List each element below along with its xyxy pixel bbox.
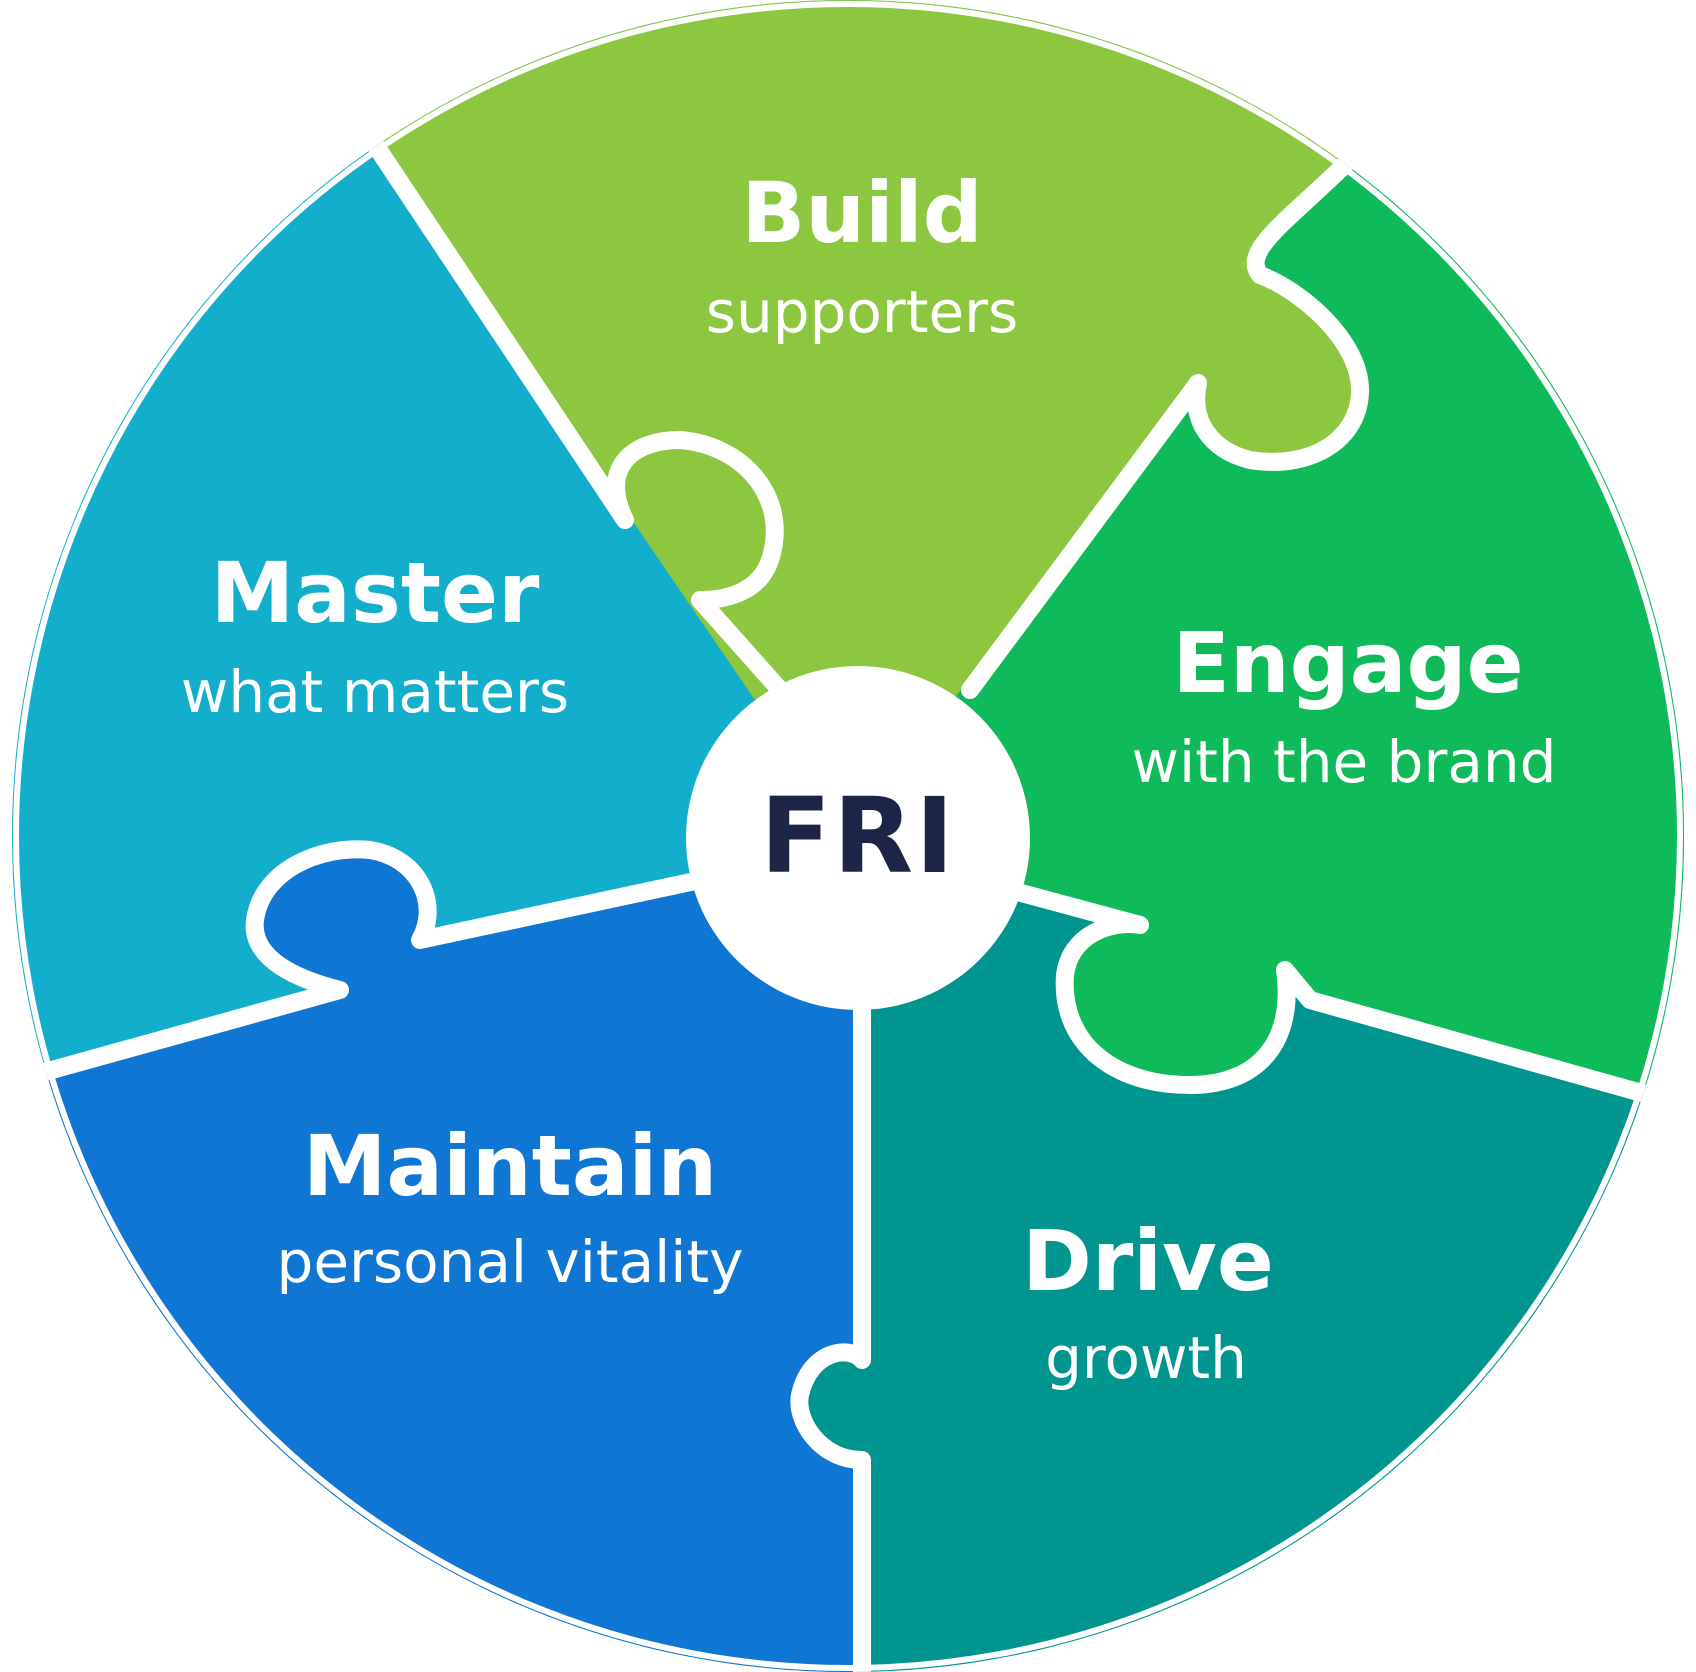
puzzle-seams [12, 131, 1684, 1672]
segment-engage-title: Engage [1172, 614, 1523, 712]
segment-maintain-subtitle: personal vitality [277, 1228, 744, 1296]
wheel-outline [13, 1, 1683, 1671]
segment-maintain-title: Maintain [303, 1117, 717, 1215]
segment-master-subtitle: what matters [181, 658, 569, 726]
segment-master-title: Master [211, 544, 540, 642]
segment-build-subtitle: supporters [706, 278, 1018, 346]
segment-build-shape [372, 0, 1360, 836]
segment-build-title: Build [741, 164, 983, 262]
center-hub [686, 666, 1030, 1010]
segment-drive-title: Drive [1022, 1212, 1274, 1310]
segment-drive-subtitle: growth [1045, 1324, 1247, 1392]
segment-engage-subtitle: with the brand [1132, 728, 1557, 796]
center-logo: FRI [760, 775, 956, 897]
